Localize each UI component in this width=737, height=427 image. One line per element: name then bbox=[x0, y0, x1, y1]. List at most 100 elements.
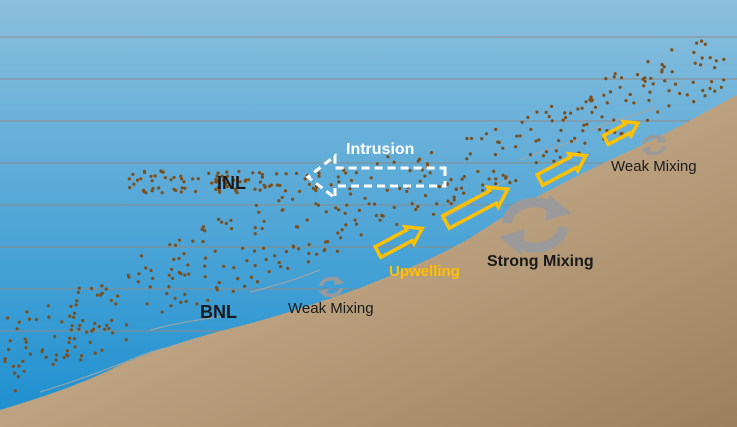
particle bbox=[23, 337, 27, 341]
particle bbox=[17, 364, 21, 368]
strong-mixing-label: Strong Mixing bbox=[487, 253, 594, 270]
particle bbox=[46, 304, 51, 308]
inl-label: INL bbox=[217, 173, 246, 193]
particle bbox=[241, 246, 245, 250]
particle bbox=[722, 78, 726, 82]
particle bbox=[27, 317, 31, 321]
particle bbox=[480, 137, 484, 141]
particle bbox=[16, 375, 20, 379]
particle bbox=[235, 191, 239, 195]
particle bbox=[405, 189, 409, 193]
particle bbox=[159, 169, 163, 173]
particle bbox=[678, 91, 682, 96]
particle bbox=[449, 201, 453, 206]
particle bbox=[476, 169, 480, 174]
particle bbox=[492, 169, 496, 173]
particle bbox=[149, 174, 153, 178]
particle bbox=[196, 177, 200, 181]
particle bbox=[283, 189, 288, 193]
particle bbox=[168, 243, 172, 247]
particle bbox=[229, 218, 233, 222]
particle bbox=[494, 127, 498, 131]
particle bbox=[504, 176, 508, 180]
particle bbox=[78, 323, 82, 327]
particle bbox=[252, 249, 257, 253]
particle bbox=[642, 84, 646, 88]
particle bbox=[589, 95, 593, 99]
particle bbox=[446, 199, 450, 203]
particle bbox=[612, 118, 616, 122]
particle bbox=[600, 115, 604, 119]
particle bbox=[558, 155, 562, 159]
particle bbox=[169, 178, 173, 182]
particle bbox=[139, 177, 143, 181]
particle bbox=[386, 155, 390, 159]
particle bbox=[132, 182, 136, 186]
particle bbox=[612, 75, 616, 79]
particle bbox=[544, 150, 549, 154]
particle bbox=[317, 171, 321, 175]
particle bbox=[216, 171, 220, 175]
particle bbox=[508, 181, 512, 185]
particle bbox=[398, 186, 402, 191]
particle bbox=[182, 180, 186, 184]
particle bbox=[673, 82, 678, 86]
strong-mixing-icon bbox=[499, 195, 571, 255]
particle bbox=[139, 254, 144, 258]
particle bbox=[559, 128, 563, 132]
particle bbox=[160, 310, 164, 314]
particle bbox=[695, 41, 699, 45]
particle bbox=[245, 259, 249, 263]
particle bbox=[150, 179, 154, 183]
particle bbox=[163, 176, 167, 180]
particle bbox=[165, 292, 169, 296]
particle bbox=[641, 77, 645, 81]
upwelling-arrow bbox=[601, 119, 641, 147]
particle bbox=[363, 196, 367, 200]
particle bbox=[65, 349, 69, 353]
particle bbox=[258, 188, 262, 192]
particle bbox=[180, 186, 184, 190]
particle bbox=[191, 177, 195, 181]
particle bbox=[109, 298, 113, 302]
particle bbox=[79, 354, 84, 358]
particle bbox=[222, 264, 226, 268]
particle bbox=[375, 162, 379, 166]
particle bbox=[297, 247, 301, 251]
particle bbox=[220, 174, 224, 178]
particle bbox=[418, 157, 422, 161]
particle bbox=[177, 271, 182, 275]
particle bbox=[544, 110, 548, 114]
particle bbox=[260, 172, 264, 177]
particle bbox=[153, 174, 157, 178]
particle bbox=[180, 177, 184, 181]
particle bbox=[141, 188, 145, 192]
particle bbox=[431, 212, 436, 216]
particle bbox=[569, 111, 573, 115]
particle bbox=[465, 157, 469, 161]
particle bbox=[582, 123, 586, 127]
intrusion-label: Intrusion bbox=[346, 141, 414, 158]
particle bbox=[124, 338, 128, 342]
particle bbox=[183, 273, 187, 277]
particle bbox=[374, 213, 378, 218]
particle bbox=[373, 202, 377, 206]
particle bbox=[408, 169, 412, 173]
particle bbox=[54, 358, 58, 362]
particle bbox=[481, 183, 485, 187]
particle bbox=[316, 203, 321, 207]
particle bbox=[385, 188, 389, 192]
particle bbox=[253, 226, 257, 230]
particle bbox=[88, 340, 92, 344]
near-bed-contour-lines bbox=[39, 107, 656, 393]
particle bbox=[719, 85, 723, 89]
particle bbox=[203, 256, 207, 260]
particle bbox=[552, 159, 556, 163]
particle bbox=[349, 178, 354, 183]
particle bbox=[635, 73, 640, 77]
particle bbox=[40, 350, 44, 354]
particle bbox=[104, 287, 108, 291]
particle bbox=[662, 65, 666, 69]
particle bbox=[114, 302, 118, 306]
